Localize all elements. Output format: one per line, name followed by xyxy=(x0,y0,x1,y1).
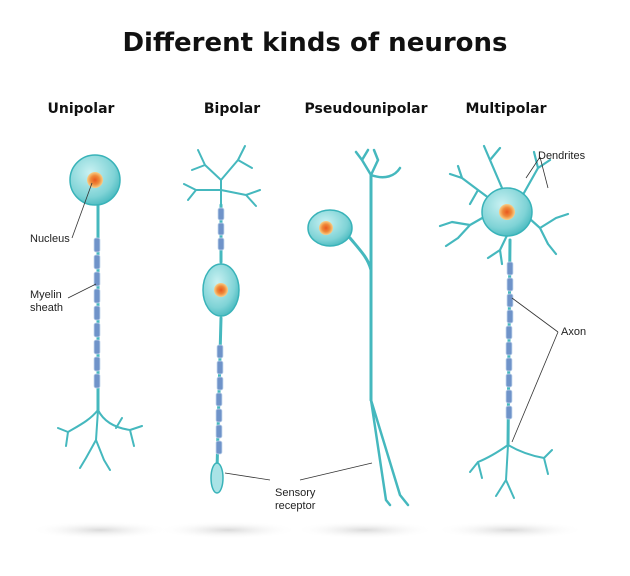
leader-axon-2 xyxy=(511,331,559,443)
heading-unipolar: Unipolar xyxy=(47,101,115,117)
leader-dendrites-1 xyxy=(525,156,541,179)
leader-lines xyxy=(67,156,559,481)
label-myelin-line1: Myelin xyxy=(30,289,62,301)
bipolar-nucleus xyxy=(214,283,228,297)
label-myelin-line2: sheath xyxy=(30,302,64,314)
pseudounipolar-nucleus xyxy=(319,221,333,235)
shadow-multipolar xyxy=(435,521,585,539)
leader-sensory-2 xyxy=(299,462,373,481)
heading-multipolar: Multipolar xyxy=(465,101,547,117)
heading-pseudounipolar: Pseudounipolar xyxy=(304,101,428,117)
diagram-title: Different kinds of neurons xyxy=(122,28,508,58)
heading-bipolar: Bipolar xyxy=(203,101,261,117)
label-sensory-line1: Sensory xyxy=(275,487,316,499)
leader-nucleus xyxy=(71,182,93,239)
leader-axon-1 xyxy=(511,297,559,333)
multipolar-neuron xyxy=(438,144,570,499)
bipolar-myelin-lower xyxy=(215,344,224,455)
shadow-bipolar xyxy=(158,521,298,539)
label-nucleus: Nucleus xyxy=(30,233,70,245)
unipolar-myelin-sheath xyxy=(93,237,101,389)
label-sensory-line2: receptor xyxy=(275,500,316,512)
bipolar-neuron xyxy=(183,145,261,494)
unipolar-nucleus xyxy=(87,172,103,188)
label-axon: Axon xyxy=(561,326,587,338)
pseudounipolar-neuron xyxy=(307,148,410,507)
bipolar-myelin-upper xyxy=(217,207,225,251)
label-dendrites: Dendrites xyxy=(538,150,586,162)
leader-dendrites-2 xyxy=(539,156,549,189)
multipolar-myelin-sheath xyxy=(505,261,514,420)
multipolar-nucleus xyxy=(499,204,515,220)
shadow-pseudounipolar xyxy=(295,521,435,539)
shadow-unipolar xyxy=(30,521,170,539)
leader-myelin xyxy=(67,283,97,299)
leader-sensory-1 xyxy=(224,472,271,481)
